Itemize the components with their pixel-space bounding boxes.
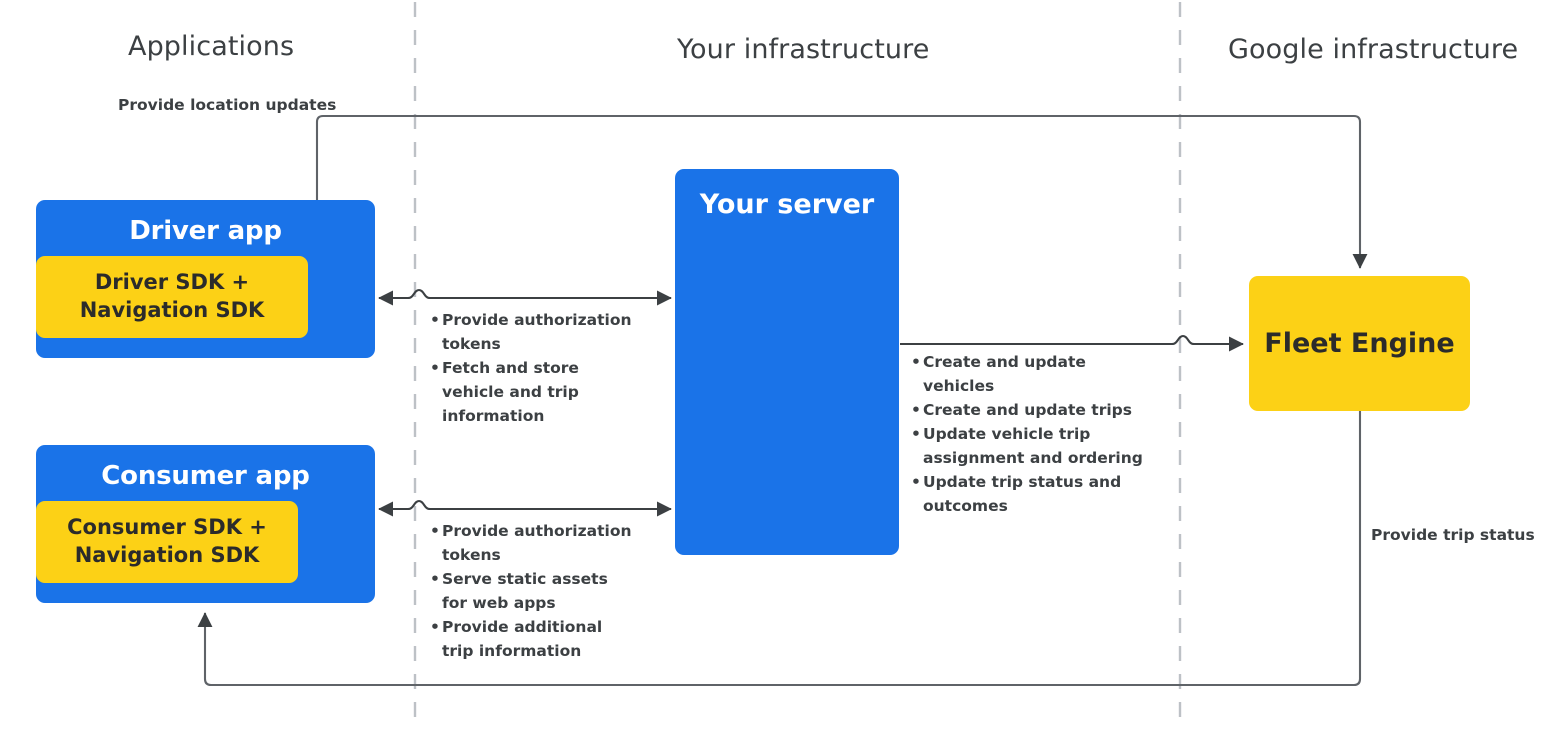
node-your-server-title: Your server xyxy=(699,189,875,220)
consumer-sdk-line-1: Consumer SDK + xyxy=(67,515,267,540)
node-driver-sdk[interactable]: Driver SDK + Navigation SDK xyxy=(36,256,308,338)
node-your-server[interactable]: Your server xyxy=(675,169,899,555)
bullet-item: Create and update trips xyxy=(911,398,1161,422)
zone-label-google-infrastructure: Google infrastructure xyxy=(1228,34,1519,65)
edge-bullets-driver-app-to-server: Provide authorization tokensFetch and st… xyxy=(430,308,645,428)
bullet-item: Serve static assets for web apps xyxy=(430,567,635,615)
zone-label-your-infrastructure: Your infrastructure xyxy=(677,34,930,65)
bullet-item: Provide authorization tokens xyxy=(430,519,635,567)
bullet-item: Fetch and store vehicle and trip informa… xyxy=(430,356,645,428)
wire-consumer-app-to-server xyxy=(378,499,672,517)
edge-label-provide-trip-status: Provide trip status xyxy=(1371,526,1535,544)
consumer-sdk-line-2: Navigation SDK xyxy=(74,543,260,567)
edge-bullets-consumer-app-to-server: Provide authorization tokensServe static… xyxy=(430,519,635,663)
wire-server-to-fleet-engine xyxy=(900,334,1244,352)
node-driver-app-title: Driver app xyxy=(129,216,282,246)
node-fleet-engine-title: Fleet Engine xyxy=(1264,328,1455,359)
node-consumer-sdk[interactable]: Consumer SDK + Navigation SDK xyxy=(36,501,298,583)
edge-label-provide-location-updates: Provide location updates xyxy=(118,96,337,114)
node-fleet-engine[interactable]: Fleet Engine xyxy=(1249,276,1470,411)
bullet-item: Update trip status and outcomes xyxy=(911,470,1161,518)
bullet-item: Update vehicle trip assignment and order… xyxy=(911,422,1161,470)
bullet-item: Provide authorization tokens xyxy=(430,308,645,356)
bullet-item: Create and update vehicles xyxy=(911,350,1161,398)
node-consumer-app-title: Consumer app xyxy=(101,461,310,491)
wire-driver-app-to-server xyxy=(378,288,672,306)
zone-label-applications: Applications xyxy=(128,31,295,62)
bullet-item: Provide additional trip information xyxy=(430,615,635,663)
driver-sdk-line-2: Navigation SDK xyxy=(79,298,265,322)
driver-sdk-line-1: Driver SDK + xyxy=(94,270,250,295)
edge-bullets-server-to-fleet-engine: Create and update vehiclesCreate and upd… xyxy=(911,350,1161,518)
